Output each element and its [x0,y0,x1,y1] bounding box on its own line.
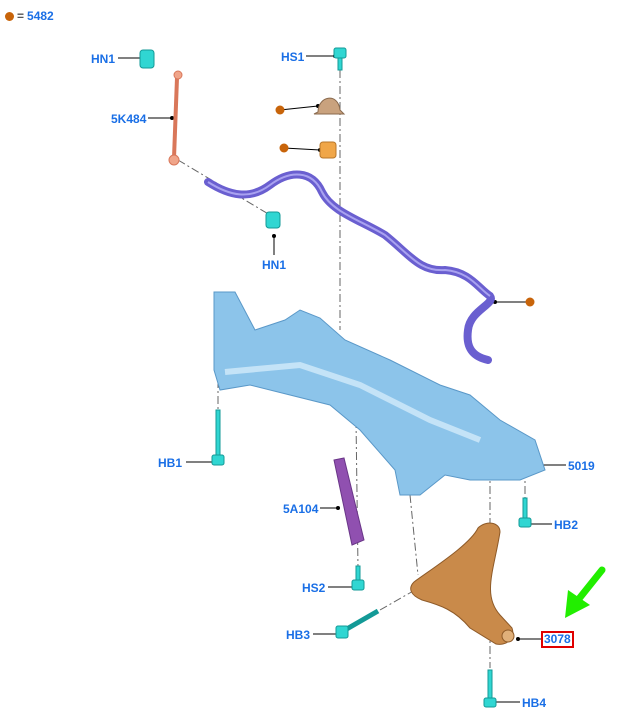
label-hn1-top[interactable]: HN1 [91,52,116,66]
label-5k484[interactable]: 5K484 [111,112,147,126]
label-hs1[interactable]: HS1 [281,50,305,64]
label-hb2[interactable]: HB2 [554,518,579,532]
stabilizer-link-5K484 [168,70,183,166]
label-hs2[interactable]: HS2 [302,581,326,595]
label-hb3[interactable]: HB3 [286,628,311,642]
bushing [319,141,337,159]
highlight-arrow-icon [565,566,606,618]
label-5019[interactable]: 5019 [568,459,595,473]
label-5a104[interactable]: 5A104 [283,502,319,516]
legend-equals: = [17,9,25,23]
label-hn1-bottom[interactable]: HN1 [262,258,287,272]
bracket-5A104 [333,457,365,546]
bushing-clamp [313,97,346,115]
label-hb1[interactable]: HB1 [158,456,183,470]
legend-part-number[interactable]: 5482 [27,9,54,23]
lower-control-arm-3078 [410,522,514,645]
legend: =5482 [5,9,54,23]
fasteners [139,47,532,708]
label-hb4[interactable]: HB4 [522,696,547,710]
label-3078-highlighted[interactable]: 3078 [541,631,574,648]
orange-dot-icon [5,12,14,21]
leader-lines [118,55,566,703]
part-5482-markers [275,105,535,307]
